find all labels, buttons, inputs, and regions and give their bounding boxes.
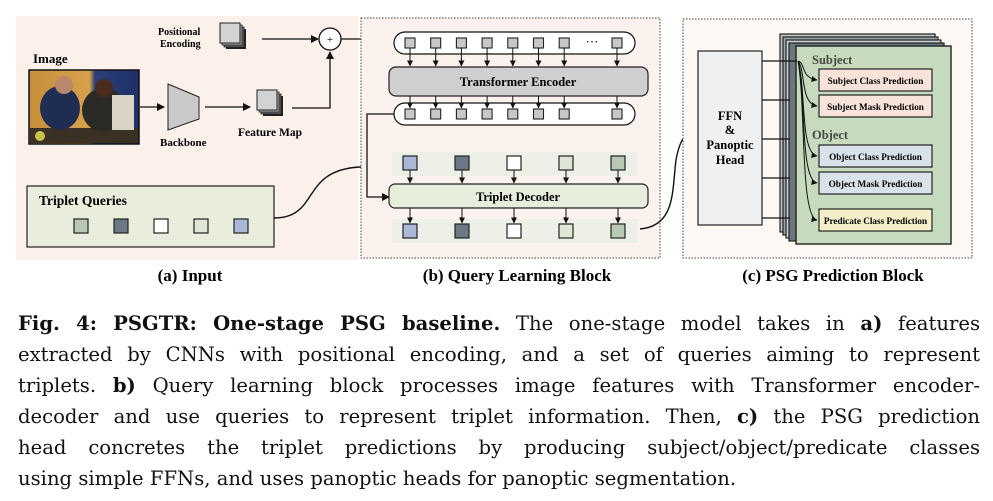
decoder-input-query — [558, 155, 574, 171]
positional-encoding-label-line2: Encoding — [160, 39, 201, 50]
caption-line: using simple FFNs, and uses panoptic hea… — [18, 467, 737, 490]
triplet-query-token — [113, 218, 129, 234]
encoder-input-token — [430, 37, 442, 49]
psgtr-architecture-diagram: Image Backbone Feature Map — [16, 16, 973, 285]
prediction-box-object — [818, 171, 933, 195]
panel-query-learning: ······ Transformer Encoder Triplet Decod… — [360, 17, 697, 285]
subject-heading: Subject — [812, 53, 853, 67]
triplet-queries-box — [26, 185, 275, 248]
caption-line: triplets. b) Query learning block proces… — [18, 374, 980, 397]
encoder-memory-to-decoder-arrow — [366, 113, 394, 201]
encoder-input-token — [558, 37, 570, 49]
ffn-label-line4: Head — [716, 153, 745, 167]
prediction-box-object — [818, 144, 933, 168]
encoder-output-token — [481, 108, 493, 120]
triplet-decoder-label: Triplet Decoder — [476, 190, 561, 204]
prediction-label: Subject Mask Prediction — [827, 102, 924, 112]
decoder-input-query — [454, 155, 470, 171]
prediction-box-predicate — [818, 208, 933, 232]
caption-input: (a) Input — [158, 266, 223, 285]
positional-encoding-stack — [219, 22, 246, 49]
encoder-output-token — [507, 108, 519, 120]
triplet-query-token — [153, 218, 169, 234]
caption-line: head concretes the triplet predictions b… — [18, 436, 980, 459]
decoder-output-query — [402, 223, 418, 239]
prediction-label: Object Class Prediction — [829, 152, 922, 162]
decoder-output-query — [454, 223, 470, 239]
encoder-input-token — [507, 37, 519, 49]
transformer-encoder-block — [388, 66, 649, 97]
ffn-panoptic-head-block — [697, 50, 763, 226]
sum-symbol: + — [327, 34, 333, 46]
encoder-token-arrows — [407, 48, 620, 109]
caption-line: Fig. 4: PSGTR: One-stage PSG baseline. T… — [18, 312, 980, 335]
decoder-token-arrows — [407, 170, 621, 224]
decoder-input-query — [402, 155, 418, 171]
caption-query-learning: (b) Query Learning Block — [423, 266, 612, 285]
prediction-arrow — [797, 60, 818, 222]
encoder-output-token — [430, 108, 442, 120]
triplet-decoder-block — [388, 183, 649, 209]
encoder-input-token — [611, 37, 623, 49]
triplet-queries-label: Triplet Queries — [39, 193, 127, 208]
encoder-output-token — [558, 108, 570, 120]
decoder-output-queries — [402, 223, 626, 239]
prediction-label: Predicate Class Prediction — [824, 216, 927, 226]
encoder-output-token — [455, 108, 467, 120]
triplet-query-token — [73, 218, 89, 234]
prediction-label: Object Mask Prediction — [829, 179, 923, 189]
decoder-output-query — [506, 223, 522, 239]
feature-map-label: Feature Map — [238, 127, 302, 139]
caption-psg-prediction: (c) PSG Prediction Block — [742, 266, 924, 285]
queries-to-decoder-curve — [273, 163, 393, 219]
prediction-box-subject — [818, 94, 933, 118]
triplet-query-token — [193, 218, 209, 234]
encoder-input-token — [404, 37, 416, 49]
input-image — [28, 69, 140, 145]
encoder-output-token — [611, 108, 623, 120]
prediction-arrows — [797, 60, 818, 222]
backbone-shape — [167, 83, 200, 131]
triplet-query-tokens — [73, 218, 249, 234]
panel-query-learning-background — [360, 17, 661, 259]
prediction-arrow — [797, 60, 818, 108]
prediction-box-subject — [818, 68, 933, 92]
positional-encoding-label-line1: Positional — [158, 27, 200, 38]
figure-caption: Fig. 4: PSGTR: One-stage PSG baseline. T… — [18, 308, 980, 494]
panel-input: Image Backbone Feature Map — [16, 16, 393, 285]
encoder-output-token — [532, 108, 545, 120]
image-label: Image — [33, 51, 68, 66]
panel-psg-prediction: FFN & Panoptic Head Subject Object Subje… — [682, 18, 973, 285]
prediction-label: Subject Class Prediction — [828, 76, 924, 86]
decoder-output-query — [558, 223, 574, 239]
feature-map-stack — [256, 89, 283, 116]
ffn-to-stack-lines — [762, 60, 797, 219]
triplet-query-token — [233, 218, 249, 234]
decoder-input-query — [610, 155, 626, 171]
ffn-label-line1: FFN — [718, 109, 742, 123]
encoder-input-token — [455, 37, 467, 49]
prediction-card-stack — [779, 33, 952, 245]
encoder-input-ellipsis: ··· — [586, 34, 599, 49]
caption-line: decoder and use queries to represent tri… — [18, 405, 980, 428]
decoder-output-query — [610, 223, 626, 239]
encoder-output-tokens — [404, 108, 623, 120]
encoder-input-token — [481, 37, 493, 49]
caption-line: extracted by CNNs with positional encodi… — [18, 343, 980, 366]
transformer-encoder-label: Transformer Encoder — [460, 75, 577, 89]
backbone-label: Backbone — [160, 137, 207, 149]
encoder-output-token — [404, 108, 416, 120]
object-heading: Object — [812, 128, 849, 142]
ffn-label-line3: Panoptic — [706, 138, 754, 152]
decoder-input-query — [506, 155, 522, 171]
feature-to-sum-arrow — [292, 51, 334, 109]
prediction-arrow — [797, 60, 818, 82]
ffn-label-line2: & — [725, 123, 735, 137]
encoder-input-token — [532, 37, 545, 49]
